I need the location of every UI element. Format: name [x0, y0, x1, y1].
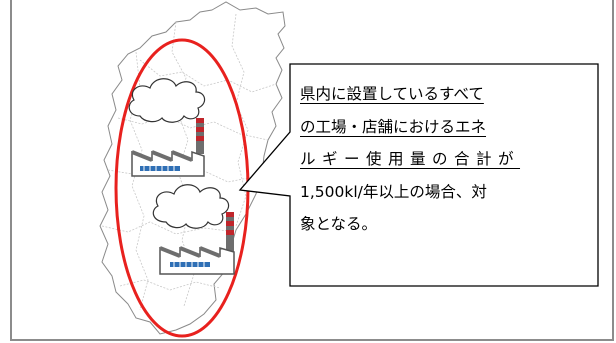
- callout-text: 県内に設置しているすべて の工場・店舗におけるエネ ルギー使用量の合計が 1,5…: [300, 78, 578, 241]
- callout-line-4: 1,500kl/年以上の場合、対: [300, 182, 487, 201]
- callout-line-5: 象となる。: [300, 215, 378, 233]
- callout-line-2: の工場・店舗におけるエネ: [300, 117, 487, 136]
- factory-icon: [128, 78, 206, 177]
- smoke-cloud-icon: [152, 184, 230, 229]
- callout-line-1: 県内に設置しているすべて: [300, 85, 484, 103]
- factory-icon: [152, 184, 235, 275]
- panel-frame: [10, 0, 614, 341]
- callout-line-3: ルギー使用量の合計が: [300, 150, 521, 168]
- callout-box: [238, 63, 599, 287]
- smoke-cloud-icon: [128, 78, 206, 123]
